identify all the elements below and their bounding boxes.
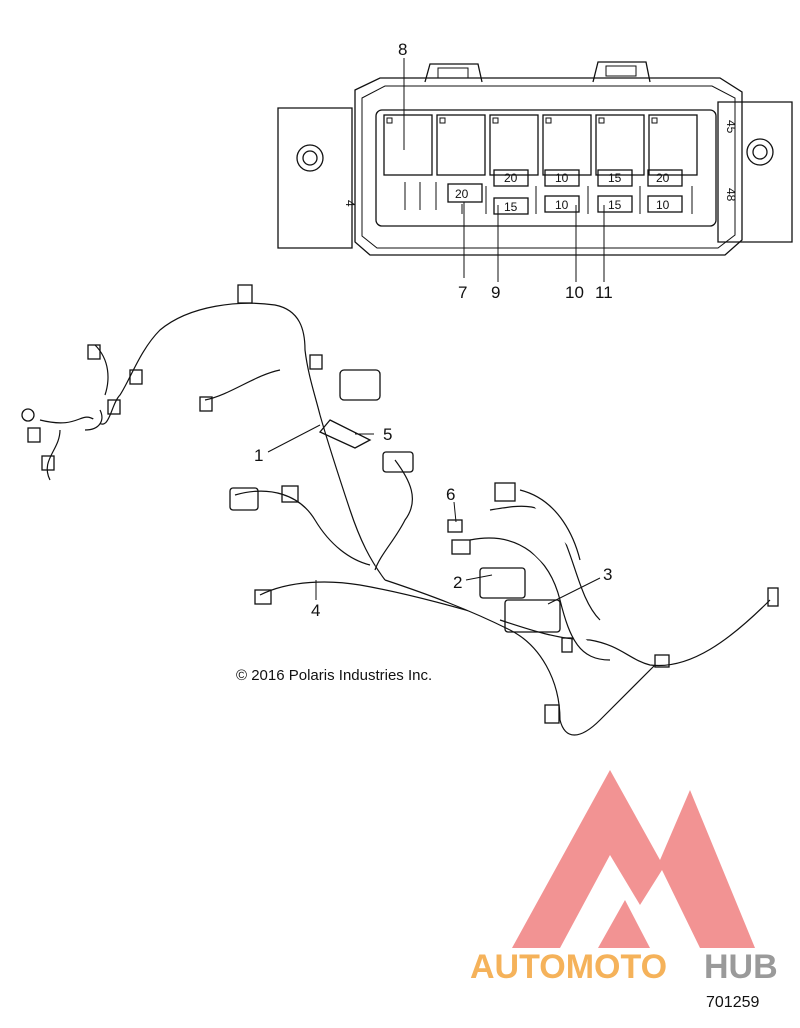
harness-leaders bbox=[267, 424, 601, 605]
copyright-text: © 2016 Polaris Industries Inc. bbox=[236, 667, 432, 684]
relay-leaders bbox=[403, 58, 605, 282]
callout-11: 11 bbox=[595, 283, 613, 302]
callout-7: 7 bbox=[458, 283, 467, 302]
watermark-text-auto: AUTOMOTO bbox=[470, 948, 667, 986]
fuse-label: 20 bbox=[504, 171, 518, 185]
part-number: 701259 bbox=[706, 994, 759, 1011]
callout-4: 4 bbox=[311, 601, 320, 620]
side-mark: 4 bbox=[343, 200, 357, 207]
watermark-text-hub: HUB bbox=[704, 948, 778, 986]
fuse-label: 15 bbox=[504, 200, 518, 214]
callout-3: 3 bbox=[603, 565, 612, 584]
fuse-label: 20 bbox=[656, 171, 670, 185]
fuse-label: 20 bbox=[455, 187, 469, 201]
callout-9: 9 bbox=[491, 283, 500, 302]
fuse-label: 15 bbox=[608, 171, 622, 185]
side-mark: 48 bbox=[724, 188, 738, 202]
callout-8: 8 bbox=[398, 40, 407, 59]
side-mark: 45 bbox=[724, 120, 738, 134]
fuse-label: 10 bbox=[656, 198, 670, 212]
callout-2: 2 bbox=[453, 573, 462, 592]
callout-10: 10 bbox=[565, 283, 584, 302]
wiring-harness bbox=[21, 284, 779, 736]
callout-5: 5 bbox=[383, 425, 392, 444]
watermark-logo bbox=[512, 770, 755, 948]
relay-box bbox=[277, 61, 793, 256]
callout-1: 1 bbox=[254, 446, 263, 465]
fuse-label: 15 bbox=[608, 198, 622, 212]
fuse-label: 10 bbox=[555, 171, 569, 185]
callout-6: 6 bbox=[446, 485, 455, 504]
fuse-label: 10 bbox=[555, 198, 569, 212]
